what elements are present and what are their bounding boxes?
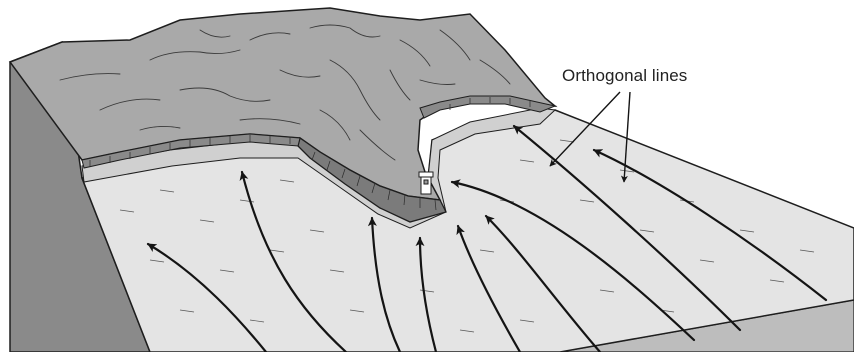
orthogonal-lines-label: Orthogonal lines: [562, 66, 687, 86]
lighthouse-icon: [419, 172, 433, 194]
